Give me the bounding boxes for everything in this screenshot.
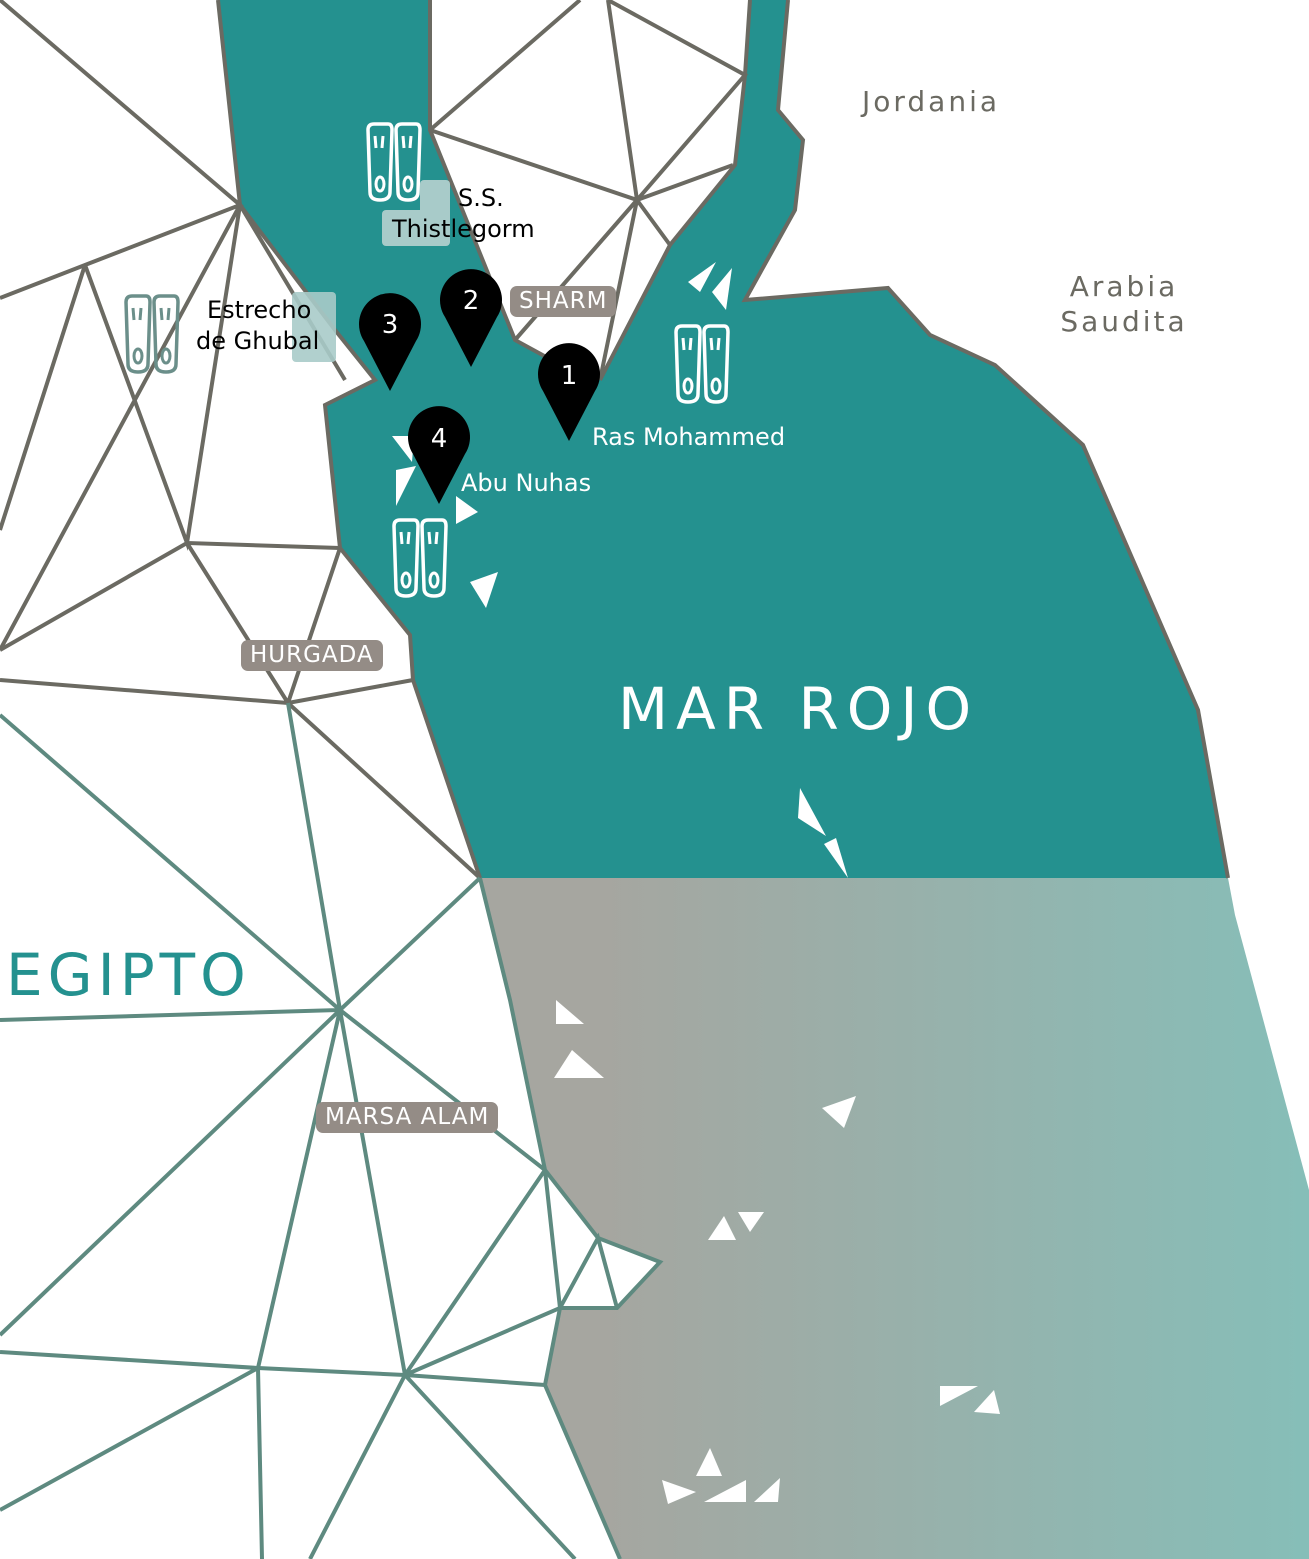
ghubal-label-bg (292, 292, 336, 362)
pin-number: 1 (560, 361, 578, 391)
city-badge-sharm[interactable]: SHARM (510, 286, 617, 317)
city-badge-marsa-alam[interactable]: MARSA ALAM (316, 1102, 499, 1133)
country-label-jordan: Jordania (862, 85, 1001, 118)
site-label-ghubal-1: Estrecho (207, 296, 312, 324)
country-label-saudi-2: Saudita (1060, 305, 1188, 338)
site-label-ras-mohammed: Ras Mohammed (592, 423, 786, 451)
red-sea-water (218, 0, 1309, 1559)
reef-shapes (392, 262, 1000, 1504)
site-label-thistlegorm-2: Thistlegorm (392, 215, 535, 243)
pin-number: 4 (430, 424, 448, 454)
pin-number: 3 (381, 310, 399, 340)
land-mesh-lines-south (0, 702, 664, 1559)
land-mesh-lines (0, 0, 1230, 880)
pin-number: 2 (462, 286, 480, 316)
site-label-thistlegorm-1: S.S. (458, 184, 504, 212)
site-label-abu-nuhas: Abu Nuhas (461, 469, 592, 497)
country-label-egypt: EGIPTO (6, 941, 251, 1009)
country-label-saudi-1: Arabia (1069, 270, 1179, 303)
site-label-ghubal-2: de Ghubal (196, 327, 320, 355)
thistlegorm-label-bg-2 (420, 180, 450, 220)
city-badge-hurgada[interactable]: HURGADA (241, 640, 383, 671)
sea-label: MAR ROJO (618, 675, 980, 743)
